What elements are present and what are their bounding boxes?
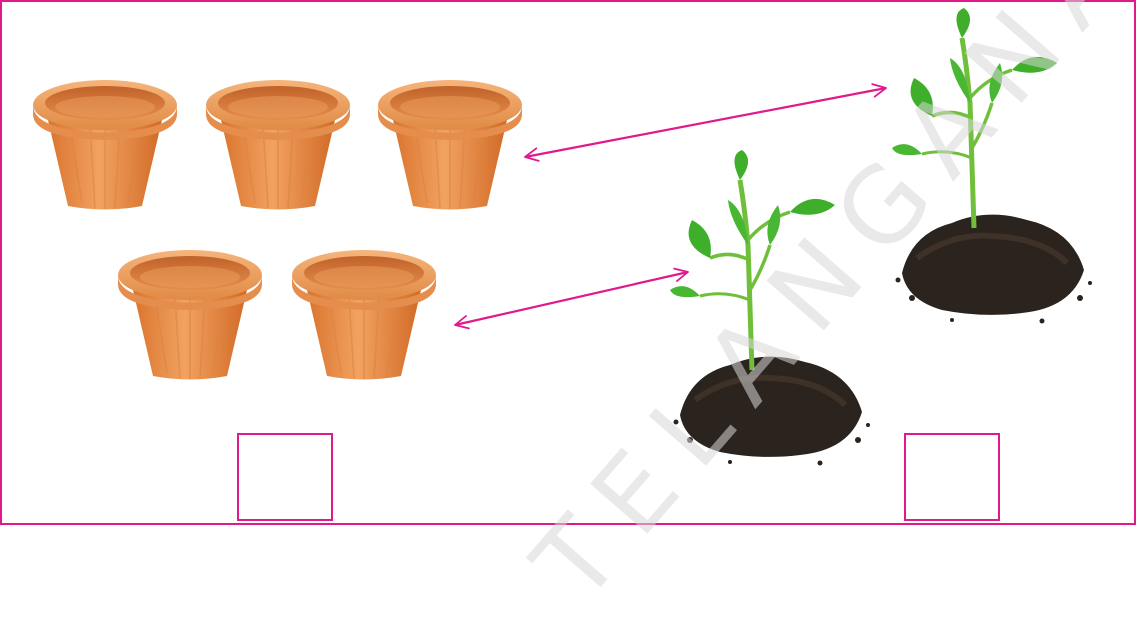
- plant-short: [670, 150, 870, 466]
- plants-count-answer-box[interactable]: [904, 433, 1000, 521]
- plant-tall: [892, 8, 1092, 324]
- pot-4: [118, 250, 262, 380]
- pot-1: [33, 80, 177, 210]
- pot-3: [378, 80, 522, 210]
- pot-5: [292, 250, 436, 380]
- pot-2: [206, 80, 350, 210]
- pots-count-answer-box[interactable]: [237, 433, 333, 521]
- match-arrow-pots-row1-to-tall-plant: [525, 88, 886, 157]
- match-arrow-pots-row2-to-short-plant: [455, 272, 688, 325]
